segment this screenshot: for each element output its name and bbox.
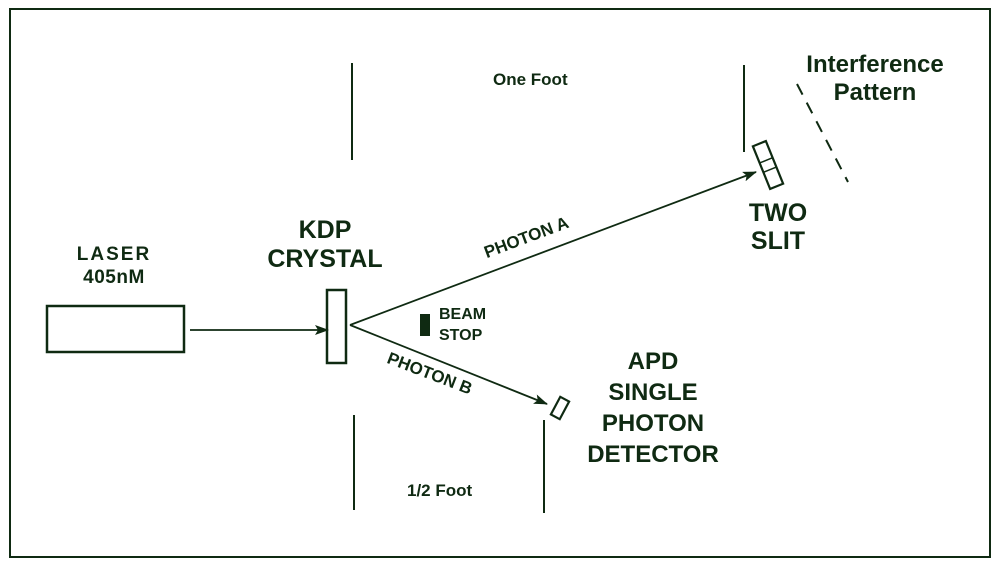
photon-a-arrow [349, 171, 757, 326]
laser-label: LASER 405nM [64, 245, 164, 287]
kdp-label-line1: KDP [298, 216, 352, 244]
two-slit-label: TWO SLIT [733, 201, 823, 254]
one-foot-label: One Foot [493, 70, 568, 89]
apd-label-line2: SINGLE [608, 379, 698, 406]
interference-pattern-label: Interference Pattern [790, 53, 960, 105]
beam-stop-label-line2: STOP [439, 327, 483, 344]
two-slit-element [751, 139, 785, 191]
apd-label-line3: PHOTON [601, 410, 705, 437]
apd-detector [549, 395, 571, 421]
kdp-crystal-label: KDP CRYSTAL [250, 218, 400, 272]
laser-box [45, 304, 186, 354]
beam-stop-label-line1: BEAM [439, 306, 487, 323]
laser-label-line1: LASER [76, 244, 152, 265]
kdp-crystal [325, 288, 348, 365]
interference-label-line1: Interference [806, 51, 944, 78]
two-slit-label-line1: TWO [748, 199, 808, 227]
two-slit-label-line2: SLIT [750, 227, 806, 255]
beam-stop-label: BEAM STOP [439, 307, 486, 344]
outer-frame [9, 8, 991, 558]
beam-stop [420, 314, 430, 336]
apd-label-line1: APD [627, 348, 679, 375]
apd-label-line4: DETECTOR [587, 441, 719, 468]
laser-label-line2: 405nM [83, 267, 145, 288]
kdp-label-line2: CRYSTAL [267, 245, 383, 273]
half-foot-label: 1/2 Foot [407, 481, 473, 500]
interference-label-line2: Pattern [833, 79, 917, 106]
apd-detector-label: APD SINGLE PHOTON DETECTOR [568, 350, 738, 467]
photon-b-arrow [349, 324, 548, 405]
interference-pattern-screen [796, 83, 849, 183]
